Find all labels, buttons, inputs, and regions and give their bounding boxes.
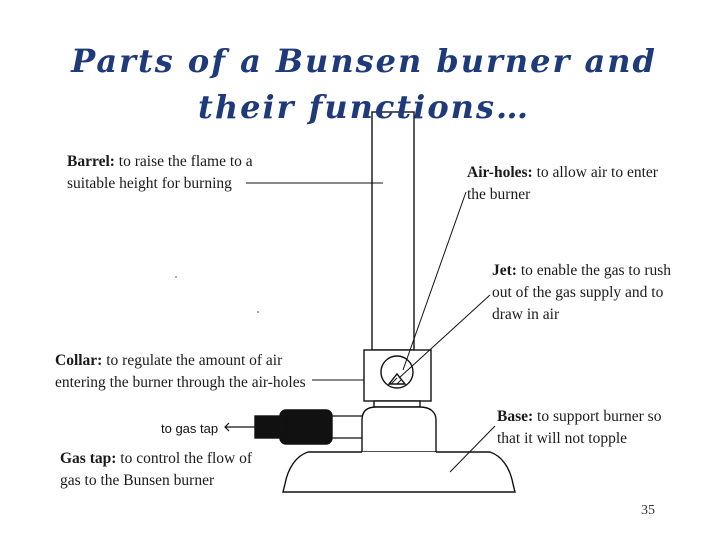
- gas-inlet-tube: [330, 415, 362, 439]
- gas-tap-description: to control the flow of gas to the Bunsen…: [60, 450, 253, 489]
- collar-name: Collar:: [55, 352, 103, 369]
- gas-tap-label: Gas tap: to control the flow of gas to t…: [60, 448, 272, 492]
- air-holes-pointer: [402, 191, 467, 371]
- collar-description: to regulate the amount of air entering t…: [55, 352, 306, 391]
- jet-pointer: [398, 294, 491, 379]
- jet-description: to enable the gas to rush out of the gas…: [492, 262, 672, 323]
- base-name: Base:: [497, 408, 534, 425]
- jet-name: Jet:: [492, 262, 517, 279]
- burner-body: [361, 406, 437, 453]
- base-pointer: [449, 425, 496, 473]
- page-number: 35: [641, 503, 655, 518]
- burner-neck: [373, 400, 421, 408]
- base-label: Base: to support burner so that it will …: [497, 406, 679, 450]
- barrel-name: Barrel:: [67, 153, 115, 170]
- barrel-label: Barrel: to raise the flame to a suitable…: [67, 151, 262, 195]
- rubber-tubing: [279, 409, 333, 445]
- air-holes-description: to allow air to enter the burner: [467, 164, 658, 203]
- base-description: to support burner so that it will not to…: [497, 408, 662, 447]
- air-holes-name: Air-holes:: [467, 164, 533, 181]
- slide-title: Parts of a Bunsen burner and their funct…: [71, 42, 657, 126]
- barrel-description: to raise the flame to a suitable height …: [67, 153, 253, 192]
- air-holes-label: Air-holes: to allow air to enter the bur…: [467, 162, 667, 206]
- jet-label: Jet: to enable the gas to rush out of th…: [492, 260, 682, 326]
- collar-label: Collar: to regulate the amount of air en…: [55, 350, 311, 394]
- barrel-tube: [371, 111, 415, 351]
- gas-tap-caption: to gas tap: [161, 421, 219, 436]
- gas-tap-name: Gas tap:: [60, 450, 117, 467]
- burner-base: [282, 451, 516, 493]
